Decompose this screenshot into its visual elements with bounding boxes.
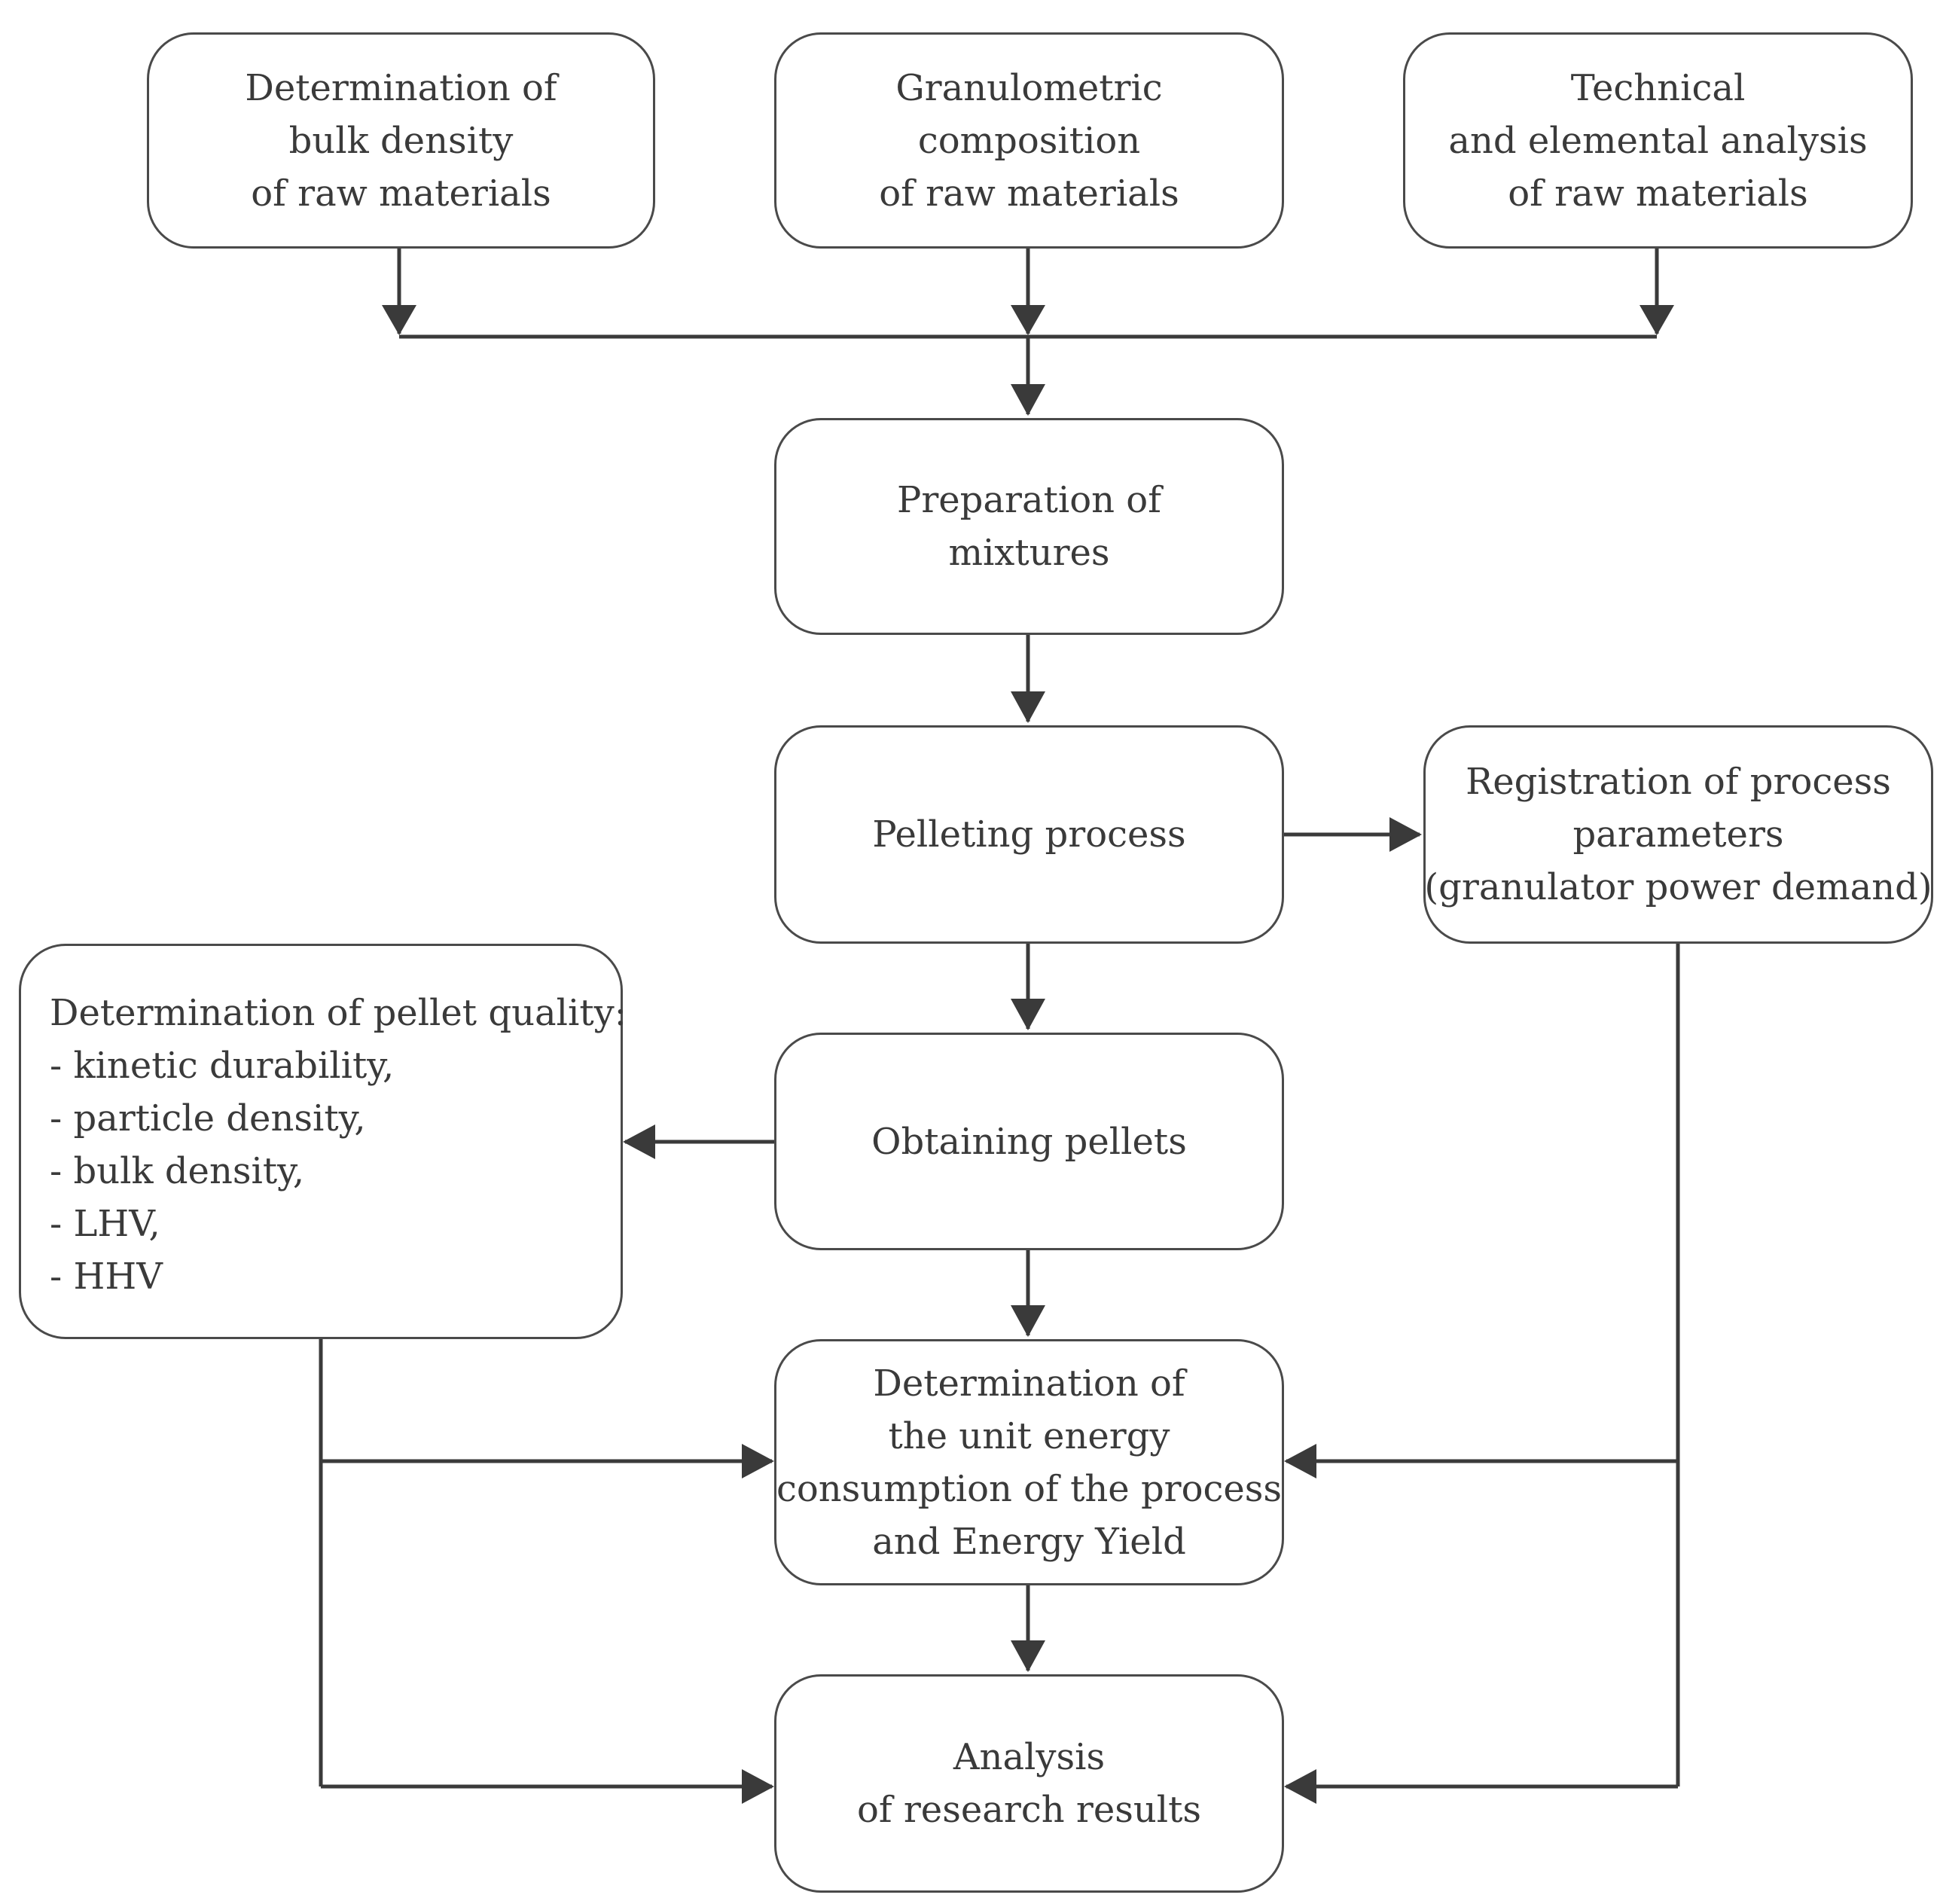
- arrowhead-technical: [1640, 305, 1674, 335]
- node-energy: Determination of the unit energy consump…: [774, 1339, 1284, 1585]
- list-item: - kinetic durability,: [50, 1045, 395, 1087]
- arrowhead-preparation: [1011, 384, 1045, 416]
- node-text: Determination of: [245, 66, 557, 109]
- node-bulk-density-raw: Determination of bulk density of raw mat…: [147, 32, 655, 249]
- arrowhead-pelleting: [1011, 691, 1045, 723]
- node-text: Technical: [1570, 66, 1746, 109]
- node-obtaining: Obtaining pellets: [774, 1033, 1284, 1250]
- arrowhead-obtaining: [1011, 999, 1045, 1030]
- node-text: Granulometric: [895, 66, 1163, 109]
- node-preparation: Preparation of mixtures: [774, 418, 1284, 635]
- node-text: Preparation of: [897, 479, 1161, 521]
- node-text: Determination of pellet quality:: [50, 992, 627, 1034]
- arrowhead-granulometric: [1011, 305, 1045, 335]
- node-text: of raw materials: [1508, 172, 1808, 215]
- node-technical-elemental: Technical and elemental analysis of raw …: [1403, 32, 1913, 249]
- node-text: Registration of process: [1466, 761, 1891, 803]
- node-text: the unit energy: [888, 1414, 1170, 1457]
- node-text: composition: [917, 119, 1141, 162]
- arrowhead-quality: [623, 1124, 655, 1159]
- node-registration: Registration of process parameters (gran…: [1423, 725, 1933, 944]
- node-text: mixtures: [948, 532, 1110, 574]
- node-text: consumption of the process: [776, 1467, 1283, 1510]
- node-text: Pelleting process: [872, 813, 1186, 856]
- node-text: (granulator power demand): [1424, 866, 1932, 908]
- arrowhead-analysis-top: [1011, 1640, 1045, 1672]
- node-text: of research results: [856, 1789, 1202, 1831]
- arrowhead-registration: [1389, 817, 1422, 852]
- node-text: of raw materials: [251, 172, 551, 215]
- node-analysis: Analysis of research results: [774, 1674, 1284, 1893]
- node-pelleting: Pelleting process: [774, 725, 1284, 944]
- arrowhead-energy-left: [742, 1444, 774, 1478]
- arrowhead-analysis-right: [1284, 1769, 1316, 1804]
- list-item: - HHV: [50, 1256, 163, 1298]
- node-text: Analysis: [953, 1736, 1106, 1778]
- node-text: and elemental analysis: [1448, 119, 1868, 162]
- list-item: - bulk density,: [50, 1150, 305, 1192]
- node-text: parameters: [1572, 813, 1784, 856]
- node-text: of raw materials: [879, 172, 1179, 215]
- node-pellet-quality: Determination of pellet quality: - kinet…: [19, 944, 627, 1339]
- node-granulometric: Granulometric composition of raw materia…: [774, 32, 1284, 249]
- arrowhead-analysis-left: [742, 1769, 774, 1804]
- list-item: - LHV,: [50, 1203, 160, 1245]
- arrowhead-bulk-density: [382, 305, 416, 335]
- arrowhead-energy-right: [1284, 1444, 1316, 1478]
- list-item: - particle density,: [50, 1097, 366, 1140]
- arrowhead-energy-top: [1011, 1305, 1045, 1337]
- node-text: Obtaining pellets: [871, 1120, 1187, 1163]
- node-text: bulk density: [288, 119, 514, 162]
- node-text: and Energy Yield: [872, 1520, 1186, 1563]
- node-text: Determination of: [873, 1362, 1185, 1405]
